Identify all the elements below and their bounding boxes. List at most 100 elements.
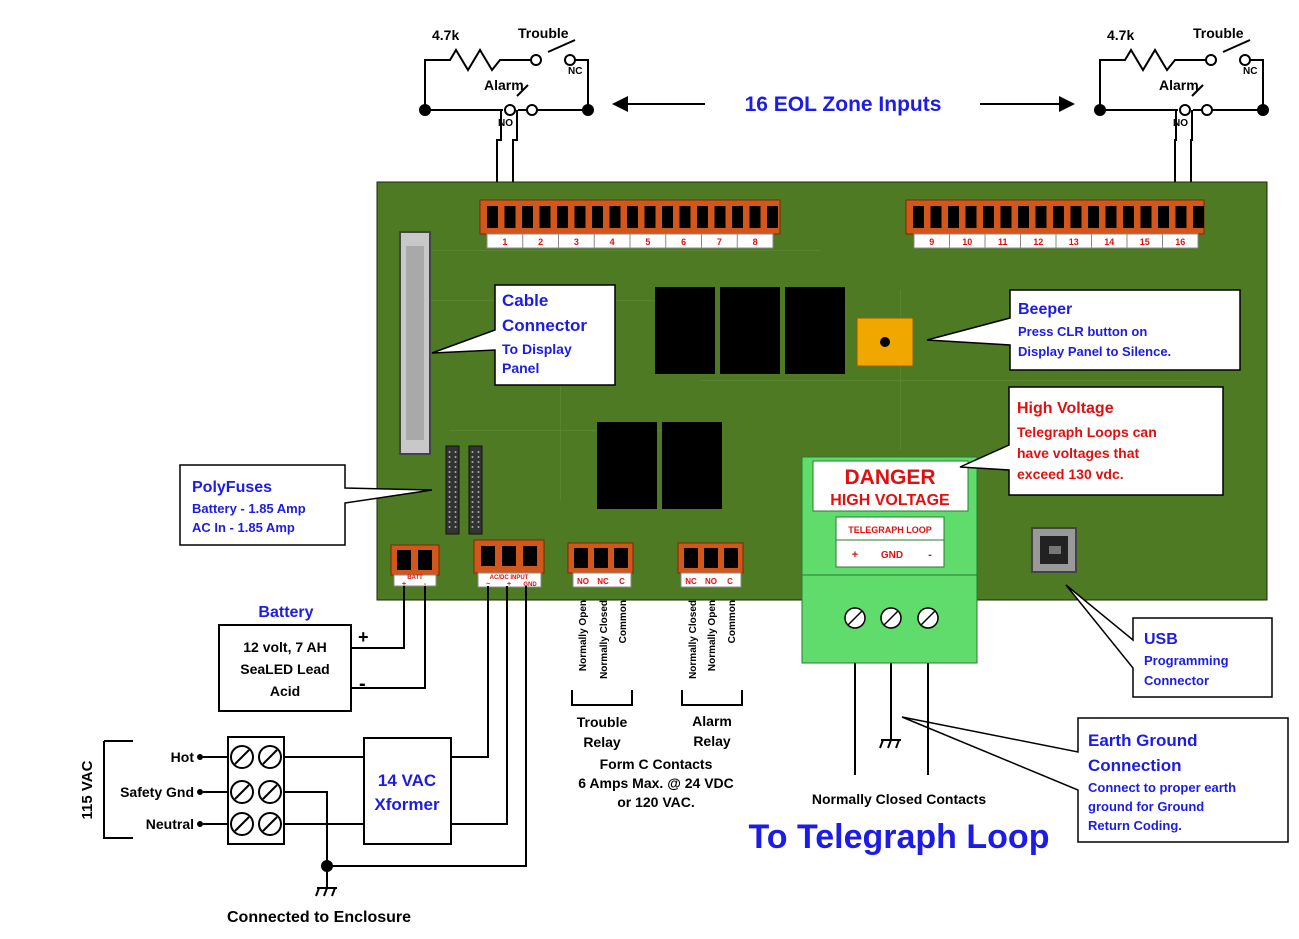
zone-pin: [948, 206, 959, 228]
zone-number: 5: [645, 237, 650, 247]
svg-text:GND: GND: [881, 550, 903, 561]
zone-number: 13: [1069, 237, 1079, 247]
zone-number: 7: [717, 237, 722, 247]
relay-brackets: [571, 690, 743, 706]
svg-text:Connector: Connector: [502, 316, 587, 335]
svg-text:NC: NC: [685, 577, 697, 586]
zone-number: 8: [753, 237, 758, 247]
zone-number: 4: [610, 237, 615, 247]
zone-number: 9: [929, 237, 934, 247]
battery-box: [218, 624, 352, 712]
zone-pin: [732, 206, 743, 228]
zone-pin: [662, 206, 673, 228]
svg-text:+: +: [358, 627, 369, 647]
svg-text:Normally Closed Contacts: Normally Closed Contacts: [812, 791, 986, 807]
svg-text:GND: GND: [523, 582, 537, 588]
svg-text:Beeper: Beeper: [1018, 301, 1072, 318]
zone-pin: [1123, 206, 1134, 228]
zone-pin: [749, 206, 761, 228]
relay-contact-label: Normally Open: [578, 600, 589, 671]
svg-text:NO: NO: [577, 577, 589, 586]
eol-left-alarm-label: Alarm: [484, 77, 524, 93]
danger-title: DANGER: [844, 466, 935, 489]
svg-text:Earth Ground: Earth Ground: [1088, 731, 1198, 750]
zone-number: 10: [962, 237, 972, 247]
svg-text:~: ~: [486, 581, 490, 588]
polyfuse-1: [445, 445, 460, 535]
zone-pin: [983, 206, 994, 228]
zone-pin: [767, 206, 778, 228]
zone-number: 12: [1033, 237, 1043, 247]
svg-text:+: +: [507, 581, 511, 588]
svg-text:High Voltage: High Voltage: [1017, 400, 1114, 417]
svg-text:Safety Gnd: Safety Gnd: [120, 784, 194, 800]
svg-text:C: C: [619, 577, 625, 586]
zone-pin: [644, 206, 656, 228]
relay-contact-label: Normally Closed: [599, 600, 610, 679]
svg-text:14 VAC: 14 VAC: [378, 771, 436, 790]
zone-pin: [592, 206, 603, 228]
svg-text:Trouble: Trouble: [577, 714, 628, 730]
eol-left-nc-label: NC: [568, 66, 582, 77]
relay-contact-label: Common: [727, 600, 738, 643]
svg-text:ground for Ground: ground for Ground: [1088, 799, 1204, 814]
relay-block-4: [597, 422, 657, 509]
usb-callout-box: [1065, 584, 1273, 698]
svg-text:6 Amps Max. @ 24 VDC: 6 Amps Max. @ 24 VDC: [578, 775, 734, 791]
svg-text:-: -: [359, 673, 366, 695]
svg-text:Press CLR button on: Press CLR button on: [1018, 324, 1147, 339]
svg-text:Hot: Hot: [171, 749, 195, 765]
svg-text:Connector: Connector: [1144, 673, 1209, 688]
zone-pin: [522, 206, 533, 228]
zone-pin: [1140, 206, 1152, 228]
zone-pin: [609, 206, 621, 228]
svg-text:Panel: Panel: [502, 360, 539, 376]
svg-text:Connect to proper earth: Connect to proper earth: [1088, 780, 1236, 795]
zone-pin: [487, 206, 498, 228]
svg-text:or 120 VAC.: or 120 VAC.: [617, 794, 695, 810]
zone-pin: [539, 206, 551, 228]
svg-text:Connection: Connection: [1088, 756, 1182, 775]
zone-number: 1: [502, 237, 507, 247]
svg-text:Programming: Programming: [1144, 653, 1229, 668]
zone-pin: [557, 206, 568, 228]
relay-block-5: [662, 422, 722, 509]
arrow-left-icon: [612, 96, 628, 112]
eol-right-nc-label: NC: [1243, 66, 1257, 77]
svg-text:NC: NC: [597, 577, 609, 586]
svg-text:Battery - 1.85 Amp: Battery - 1.85 Amp: [192, 501, 306, 516]
battery-label: Battery: [258, 604, 313, 621]
relay-contact-label: Normally Open: [707, 600, 718, 671]
trouble-relay-connector: [567, 542, 634, 588]
batt-connector: [390, 544, 440, 587]
zone-inputs-title: 16 EOL Zone Inputs: [745, 93, 942, 116]
zone-number: 3: [574, 237, 579, 247]
zone-pin: [1105, 206, 1117, 228]
svg-text:PolyFuses: PolyFuses: [192, 479, 272, 496]
eol-right-resistor-label: 4.7k: [1107, 27, 1134, 43]
svg-text:Neutral: Neutral: [146, 816, 194, 832]
telegraph-loop-title: To Telegraph Loop: [749, 818, 1050, 856]
svg-text:+: +: [402, 581, 406, 588]
svg-text:AC In - 1.85 Amp: AC In - 1.85 Amp: [192, 520, 295, 535]
svg-text:Relay: Relay: [583, 734, 621, 750]
zone-pin: [965, 206, 977, 228]
acdc-connector: [473, 539, 545, 588]
batt-label: BATT: [407, 575, 423, 581]
zone-pin: [1175, 206, 1187, 228]
polyfuse-2: [468, 445, 483, 535]
relay-block-2: [720, 287, 780, 374]
battery-wires: [351, 586, 426, 689]
svg-text:Relay: Relay: [693, 733, 731, 749]
polyfuses-callout-box: [179, 464, 433, 546]
svg-text:Cable: Cable: [502, 291, 548, 310]
svg-text:-: -: [928, 549, 932, 561]
relay-block-3: [785, 287, 845, 374]
svg-text:-: -: [424, 581, 427, 588]
zone-pin: [1088, 206, 1099, 228]
zone-number: 2: [538, 237, 543, 247]
transformer-box: [363, 737, 452, 845]
